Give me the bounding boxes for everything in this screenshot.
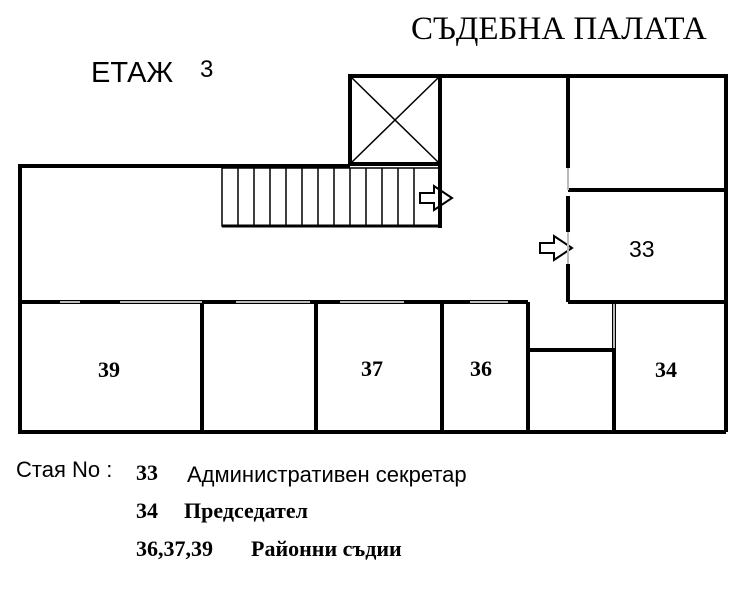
building-title: СЪДЕБНА ПАЛАТА [411, 11, 707, 47]
corridor-walls [18, 164, 528, 304]
elevator-cross-icon [351, 77, 439, 163]
room-37-label: 37 [361, 356, 383, 381]
legend-entry-rooms: 34 [136, 498, 158, 523]
room-34-label: 34 [655, 357, 677, 382]
legend-entry-rooms: 36,37,39 [136, 536, 213, 561]
arrow-right-outline-icon [419, 184, 454, 212]
stairs-icon [221, 167, 441, 228]
floor-label: ЕТАЖ [91, 57, 173, 89]
door-openings [60, 168, 615, 348]
legend-entry-description: Председател [184, 498, 308, 523]
legend-entry-rooms: 33 [136, 460, 158, 485]
arrow-right-outline-icon [539, 234, 574, 262]
legend: Стая No : 33 Административен секретар 34… [16, 457, 467, 561]
legend-entry-description: Административен секретар [187, 462, 467, 487]
room-39-label: 39 [98, 357, 120, 382]
lower-rooms [18, 300, 726, 434]
room-33-label: 33 [629, 236, 655, 262]
elevator-shaft [348, 74, 442, 166]
floor-number: 3 [200, 56, 213, 83]
room-36-label: 36 [470, 356, 492, 381]
legend-heading: Стая No : [16, 457, 112, 482]
legend-entry-description: Районни съдии [251, 536, 402, 561]
